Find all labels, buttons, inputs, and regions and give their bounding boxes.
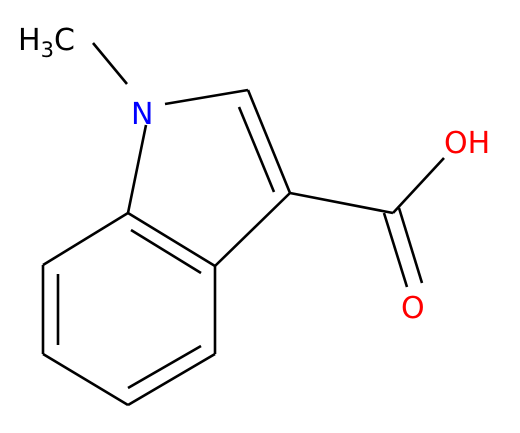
carbonyl-oxygen-label: O <box>401 291 425 326</box>
hydroxyl-h: H <box>468 126 491 161</box>
methyl-label: H3C <box>18 23 75 62</box>
nitrogen-label: N <box>131 97 153 132</box>
bond-c7a-c3a <box>127 211 216 268</box>
bond-c7-c7a <box>42 211 129 267</box>
bond-methyl-n <box>91 42 129 85</box>
bond-c3-c3a <box>214 192 291 267</box>
bond-n-c7a <box>126 124 148 214</box>
bond-n-c2 <box>164 88 249 106</box>
methyl-h: H <box>18 23 41 58</box>
bond-c4-c5-inner <box>127 344 202 390</box>
bond-c2-c3 <box>246 89 292 194</box>
bond-c3-cooh <box>289 191 394 215</box>
bond-c7a-c3a-inner <box>130 228 202 275</box>
methyl-subscript: 3 <box>41 38 54 62</box>
bond-c5-c6 <box>42 352 129 407</box>
bond-c4-c5 <box>127 352 216 407</box>
bond-c2-c3-inner <box>237 106 276 193</box>
methyl-c: C <box>54 23 75 58</box>
bond-cooh-oh <box>392 157 445 214</box>
bond-cooh-o-a <box>382 212 409 288</box>
hydroxyl-o: O <box>444 126 468 161</box>
bond-cooh-o-b <box>397 207 424 284</box>
hydroxyl-label: OH <box>444 126 490 161</box>
